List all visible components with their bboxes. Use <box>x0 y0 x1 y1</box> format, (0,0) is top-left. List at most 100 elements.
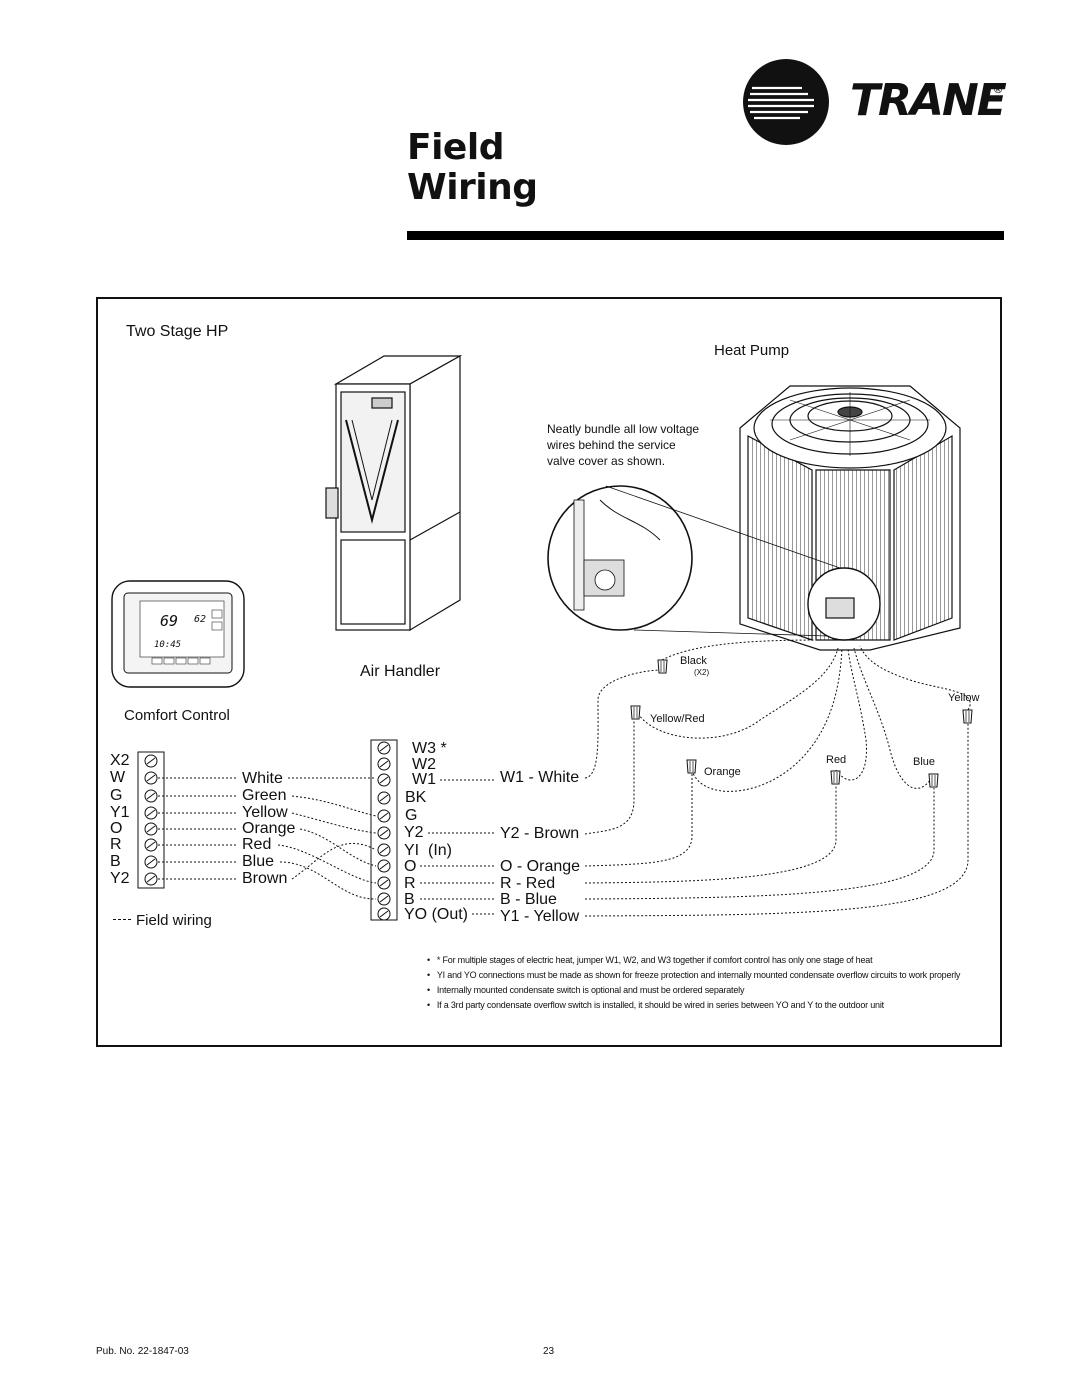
ah-terminal-yi: YI (In) <box>404 842 453 859</box>
field-wire <box>584 774 693 867</box>
thermostat-temp-left: 69 <box>160 612 179 630</box>
terminal-screw-slot <box>379 846 389 854</box>
cc-terminal-y1: Y1 <box>110 804 130 821</box>
field-wire <box>635 647 839 739</box>
terminal-screw-slot <box>146 825 156 833</box>
terminal-screw-slot <box>146 858 156 866</box>
ah-terminal-o: O <box>404 858 417 875</box>
page-number: 23 <box>543 1346 555 1357</box>
outdoor-conn-y1: Y1 - Yellow <box>500 908 580 925</box>
wire-nut-icon <box>962 709 973 729</box>
cc-terminal-w: W <box>110 769 126 786</box>
note-4-text: If a 3rd party condensate overflow switc… <box>436 1000 884 1010</box>
wire-nut-icon <box>928 773 939 793</box>
outdoor-conn-w1: W1 - White <box>500 769 580 786</box>
system-type-label: Two Stage HP <box>126 323 229 340</box>
wire-color-green: Green <box>242 787 287 804</box>
wire-color-brown: Brown <box>242 870 288 887</box>
field-wire <box>291 843 377 880</box>
terminal-screw-slot <box>379 895 389 903</box>
terminal-screw-slot <box>379 794 389 802</box>
ah-terminal-w1: W1 <box>412 771 436 788</box>
field-wire <box>584 724 969 917</box>
ah-terminal-y2: Y2 <box>404 824 424 841</box>
field-wiring-legend-label: Field wiring <box>136 912 212 929</box>
wire-nut-label-red: Red <box>826 754 847 766</box>
bundle-note-line2: wires behind the service <box>547 438 676 452</box>
note-1-text: * For multiple stages of electric heat, … <box>436 955 873 965</box>
wiring-diagram-frame <box>96 297 1002 1047</box>
cc-terminal-o: O <box>110 820 123 837</box>
field-wire <box>835 647 868 781</box>
wire-nut-label-black-sub: (X2) <box>694 668 710 677</box>
field-wire <box>291 812 377 834</box>
air-handler-label: Air Handler <box>360 663 441 680</box>
terminal-screw-slot <box>146 841 156 849</box>
terminal-screw-slot <box>379 829 389 837</box>
cc-terminal-b: B <box>110 853 121 870</box>
publication-number: Pub. No. 22-1847-03 <box>96 1346 189 1357</box>
terminal-screw-slot <box>146 774 156 782</box>
field-wire <box>299 828 377 867</box>
terminal-screw-slot <box>379 776 389 784</box>
wire-nut-label-yellow: Yellow <box>948 692 980 704</box>
field-wire <box>277 844 377 884</box>
note-2: • YI and YO connections must be made as … <box>427 970 961 980</box>
thermostat-time: 10:45 <box>154 640 182 650</box>
wire-color-red: Red <box>242 836 272 853</box>
wire-color-orange: Orange <box>242 820 296 837</box>
terminal-screw-slot <box>146 809 156 817</box>
field-wire <box>291 795 377 817</box>
heat-pump-illustration <box>739 385 961 651</box>
terminal-screw-slot <box>146 757 156 765</box>
cc-terminal-g: G <box>110 787 123 804</box>
service-valve-detail <box>547 485 841 637</box>
wire-nut-label-blue: Blue <box>913 756 936 768</box>
ah-terminal-bk: BK <box>405 789 427 806</box>
page-title-line1: Field <box>407 127 504 168</box>
wire-nut-label-black: Black <box>680 655 707 667</box>
terminal-screw-slot <box>379 910 389 918</box>
ah-terminal-r: R <box>404 875 416 892</box>
outdoor-conn-o: O - Orange <box>500 858 581 875</box>
cc-terminal-r: R <box>110 836 122 853</box>
heat-pump-label: Heat Pump <box>714 342 790 359</box>
terminal-screw-slot <box>379 879 389 887</box>
wire-color-blue: Blue <box>242 853 275 870</box>
ah-terminal-w3: W3 * <box>412 740 447 757</box>
note-4: • If a 3rd party condensate overflow swi… <box>427 1000 884 1010</box>
note-2-text: YI and YO connections must be made as sh… <box>436 970 961 980</box>
note-3: • Internally mounted condensate switch i… <box>427 985 745 995</box>
field-wire <box>691 647 843 792</box>
wire-color-yellow: Yellow <box>242 804 288 821</box>
wire-color-white: White <box>242 770 283 787</box>
ah-terminal-g: G <box>405 807 418 824</box>
terminal-screw-slot <box>146 875 156 883</box>
thermostat-temp-right: 62 <box>194 614 207 625</box>
note-3-text: Internally mounted condensate switch is … <box>436 985 745 995</box>
field-wire <box>859 645 971 711</box>
terminal-screw-slot <box>379 862 389 870</box>
field-wire <box>584 785 837 884</box>
cc-terminal-y2: Y2 <box>110 870 130 887</box>
field-wire <box>853 647 935 789</box>
wire-nut-icon <box>830 770 841 790</box>
wire-nut-icon <box>630 705 641 725</box>
wire-nut-icon <box>686 759 697 779</box>
wire-nut-label-yellow-red: Yellow/Red <box>650 713 705 725</box>
trane-logo-emblem <box>743 59 829 145</box>
title-rule <box>407 231 1004 240</box>
field-wire <box>584 720 635 835</box>
field-wire <box>661 639 831 661</box>
terminal-screw-slot <box>379 812 389 820</box>
ah-terminal-b: B <box>404 891 415 908</box>
outdoor-conn-y2: Y2 - Brown <box>500 825 580 842</box>
note-1: • * For multiple stages of electric heat… <box>427 955 873 965</box>
outdoor-conn-r: R - Red <box>500 875 556 892</box>
trane-wordmark: TRANE <box>850 75 1007 126</box>
air-handler-illustration <box>325 354 463 632</box>
terminal-screw-slot <box>379 760 389 768</box>
ah-terminal-w2: W2 <box>412 756 436 773</box>
bundle-note-line3: valve cover as shown. <box>547 454 666 468</box>
